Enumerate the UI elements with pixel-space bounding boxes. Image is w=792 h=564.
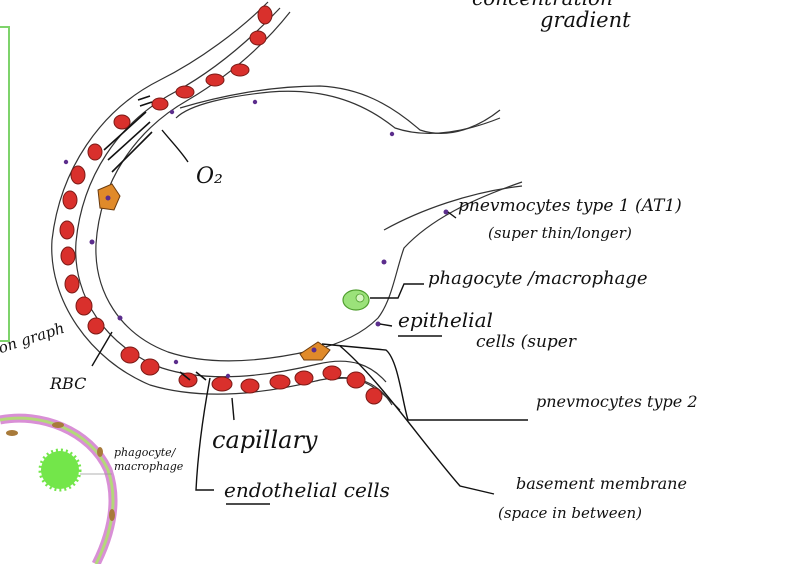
nucleus bbox=[381, 259, 387, 265]
basement-pointer bbox=[339, 345, 495, 495]
alveolar-wall-inner-2 bbox=[179, 85, 501, 134]
gas-diffusion-marks bbox=[103, 95, 207, 381]
at1-label-line2: (super thin/longer) bbox=[488, 224, 632, 242]
rbc-label: RBC bbox=[50, 374, 87, 393]
rbc bbox=[257, 5, 273, 25]
alveolar-wall bbox=[95, 11, 523, 362]
rbc bbox=[322, 365, 342, 381]
capillary-pointer bbox=[231, 397, 235, 421]
rbc bbox=[230, 63, 250, 77]
inset-phagocyte-label-line2: macrophage bbox=[114, 460, 184, 473]
rbc bbox=[87, 143, 103, 161]
nucleus bbox=[117, 315, 123, 321]
rbc bbox=[70, 165, 86, 185]
epithelial-pointer bbox=[379, 323, 393, 327]
nucleus bbox=[173, 359, 179, 365]
at1-pointer bbox=[447, 211, 457, 219]
red-blood-cells bbox=[59, 5, 383, 405]
rbc bbox=[60, 246, 76, 266]
rbc bbox=[346, 371, 366, 389]
phagocyte-pointer bbox=[370, 283, 424, 299]
endothelial-pointer bbox=[195, 377, 214, 491]
inset-alveolus bbox=[0, 413, 118, 564]
green-frame-edge bbox=[0, 26, 10, 342]
type2-nucleus bbox=[311, 347, 317, 353]
rbc bbox=[365, 387, 383, 405]
lower-branch-outer bbox=[329, 377, 401, 411]
rbc bbox=[178, 372, 198, 388]
rbc bbox=[269, 374, 291, 390]
rbc bbox=[151, 97, 169, 111]
capillary-inner-wall bbox=[75, 7, 387, 383]
rbc-pointer bbox=[91, 331, 113, 367]
nucleus bbox=[389, 131, 395, 137]
at2-label: pnevmocytes type 2 bbox=[536, 392, 698, 411]
capillary-outer-wall bbox=[51, 1, 393, 406]
phagocyte-macrophage-label: phagocyte /macrophage bbox=[428, 268, 648, 289]
capillary-label: capillary bbox=[212, 426, 318, 454]
nucleus bbox=[252, 99, 258, 105]
o2-label: O₂ bbox=[196, 164, 223, 189]
rbc bbox=[211, 376, 233, 392]
nucleus bbox=[63, 159, 69, 165]
rbc bbox=[120, 346, 140, 364]
nucleus bbox=[169, 109, 175, 115]
rbc bbox=[59, 220, 75, 240]
rbc bbox=[249, 30, 267, 46]
rbc bbox=[62, 190, 78, 210]
rbc bbox=[113, 114, 131, 130]
upper-right-branch bbox=[383, 185, 523, 231]
inset-phagocyte bbox=[38, 448, 82, 492]
rbc bbox=[140, 358, 160, 376]
nucleus bbox=[375, 321, 381, 327]
at1-label-line1: pnevmocytes type 1 (AT1) bbox=[458, 196, 682, 216]
rbc bbox=[205, 73, 225, 87]
inset-phagocyte-label-line1: phagocyte/ bbox=[114, 446, 176, 459]
rbc bbox=[75, 296, 93, 316]
rbc bbox=[64, 274, 80, 294]
type2-nucleus bbox=[105, 195, 111, 201]
rbc bbox=[87, 317, 105, 335]
endothelial-cells-label: endothelial cells bbox=[224, 478, 390, 502]
nuclei bbox=[63, 99, 449, 379]
at2-pointer bbox=[321, 343, 528, 421]
leader-lines bbox=[91, 129, 528, 505]
nucleus bbox=[443, 209, 449, 215]
basement-membrane-label: basement membrane bbox=[516, 474, 687, 493]
cells-super-label: cells (super bbox=[476, 332, 576, 352]
rbc bbox=[294, 370, 314, 386]
o2-pointer bbox=[161, 129, 189, 163]
nucleus bbox=[89, 239, 95, 245]
rbc bbox=[240, 378, 260, 394]
macrophage-cell bbox=[342, 289, 370, 311]
basement-membrane-sub-label: (space in between) bbox=[498, 504, 642, 522]
epithelial-label: epithelial bbox=[398, 308, 493, 332]
alveolar-wall-inner bbox=[175, 90, 501, 134]
gradient-label: gradient bbox=[540, 8, 631, 32]
top-partial-label: concentration bbox=[472, 0, 613, 10]
nucleus bbox=[225, 373, 231, 379]
rbc bbox=[175, 85, 195, 99]
